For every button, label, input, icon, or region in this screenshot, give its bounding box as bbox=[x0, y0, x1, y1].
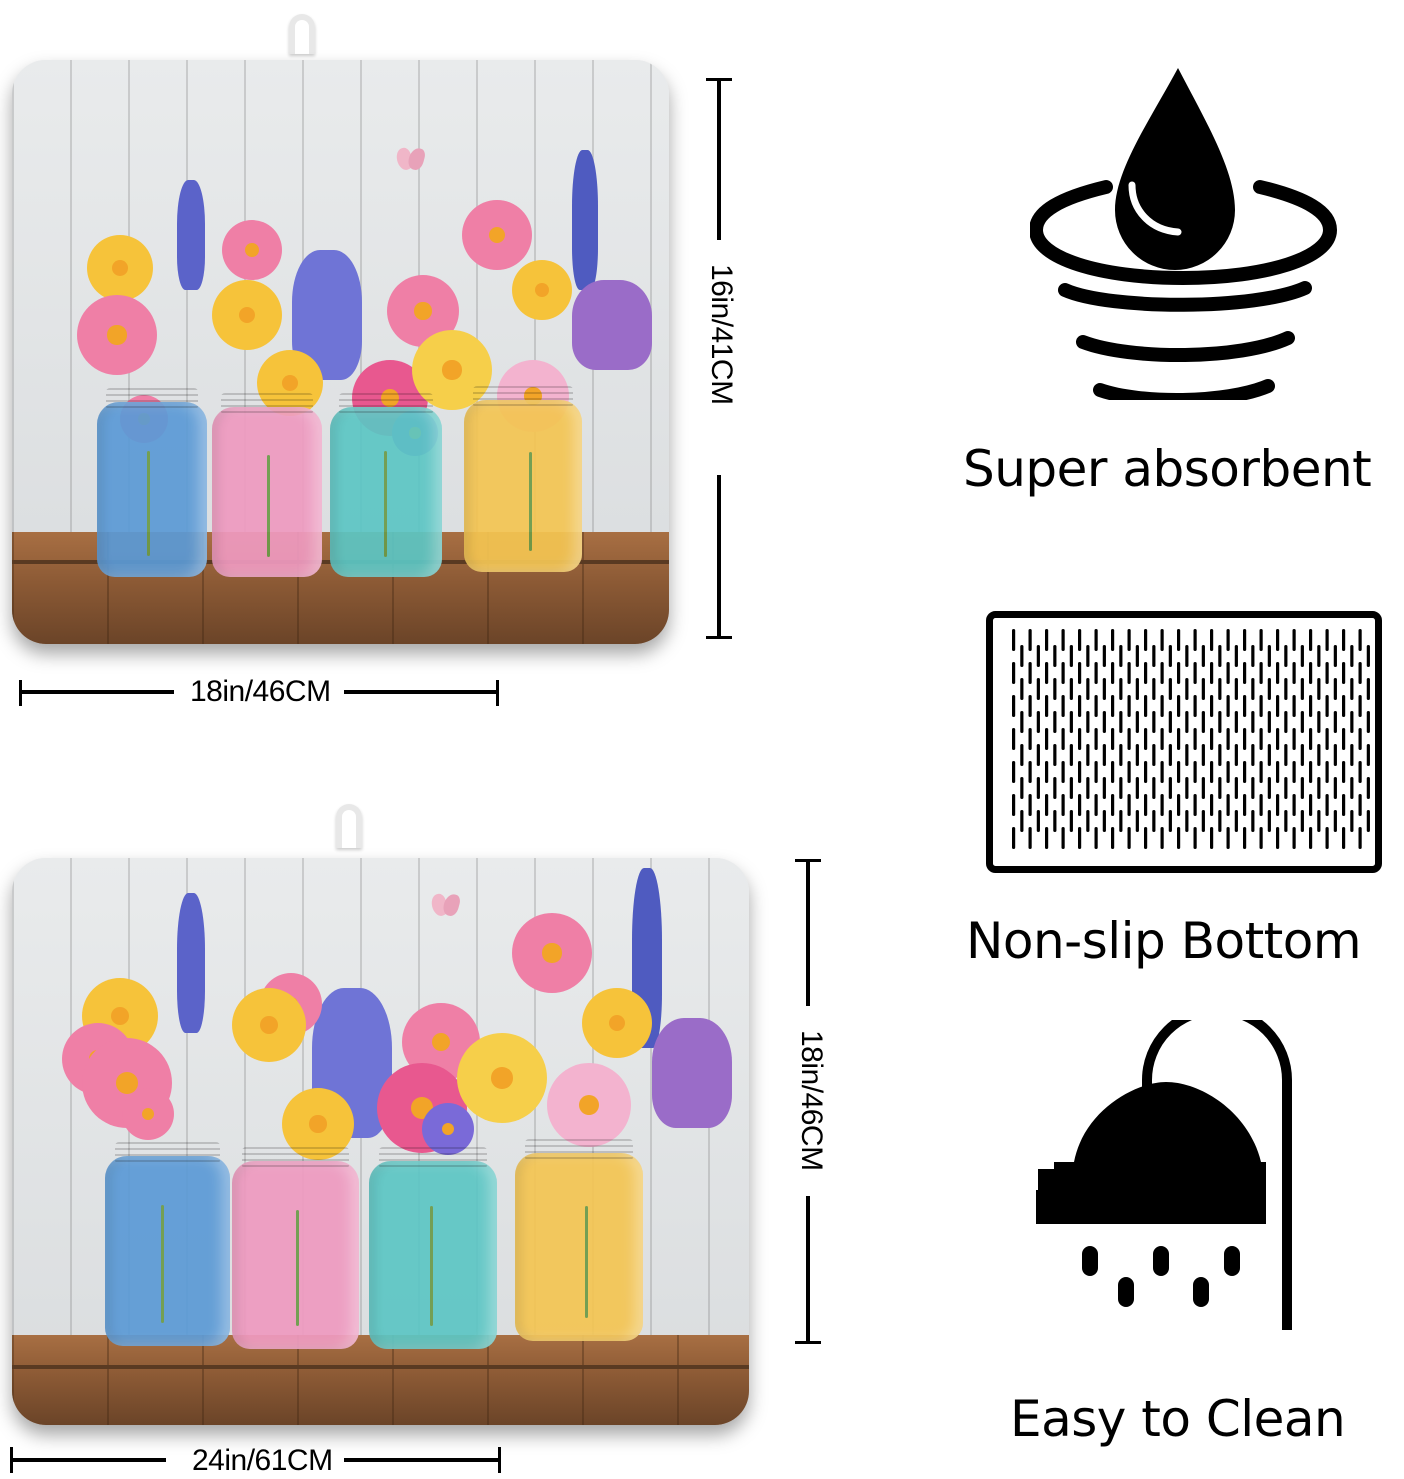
stem bbox=[295, 1209, 299, 1327]
butterfly bbox=[397, 148, 427, 172]
dimension-line bbox=[19, 690, 174, 694]
feature-label-easy-to-clean: Easy to Clean bbox=[1010, 1390, 1346, 1448]
jar-lid bbox=[242, 1147, 349, 1169]
dimension-tick bbox=[795, 1341, 821, 1344]
dimension-tick bbox=[706, 636, 732, 639]
daisy-pink bbox=[122, 1088, 174, 1140]
dimension-line bbox=[717, 475, 721, 639]
daisy-yellow bbox=[582, 988, 652, 1058]
daisy-pink bbox=[462, 200, 532, 270]
hanging-loop bbox=[289, 14, 315, 54]
daisy-yellow bbox=[257, 350, 323, 416]
daisy-pink bbox=[222, 220, 282, 280]
width-label-small: 18in/46CM bbox=[190, 675, 331, 708]
stem bbox=[161, 1205, 165, 1324]
height-label-small: 16in/41CM bbox=[705, 264, 738, 405]
butterfly bbox=[432, 894, 462, 918]
mason-jar-pink bbox=[232, 1147, 359, 1349]
mason-jar-pink bbox=[212, 393, 322, 577]
stem bbox=[383, 451, 387, 557]
stem bbox=[267, 454, 270, 557]
mason-jar-blue bbox=[97, 388, 207, 577]
dimension-line bbox=[717, 78, 721, 240]
wooden-shelf bbox=[12, 1335, 749, 1425]
height-label-large: 18in/46CM bbox=[795, 1030, 828, 1171]
dimension-line bbox=[806, 1196, 810, 1343]
daisy-pink bbox=[547, 1063, 631, 1147]
dimension-tick bbox=[496, 680, 499, 706]
daisy-pink bbox=[77, 295, 157, 375]
jar-lid bbox=[525, 1139, 633, 1161]
non-slip-texture-icon bbox=[986, 611, 1382, 873]
daisy-yellow bbox=[412, 330, 492, 410]
stem bbox=[528, 451, 532, 552]
delphinium-spike bbox=[177, 180, 205, 290]
daisy-yellow bbox=[87, 235, 153, 301]
dimension-tick bbox=[498, 1447, 501, 1473]
lavender-cluster bbox=[652, 1018, 732, 1128]
mason-jar-blue bbox=[105, 1142, 230, 1346]
jar-lid bbox=[105, 388, 199, 410]
mason-jar-teal bbox=[330, 393, 442, 577]
width-label-large: 24in/61CM bbox=[192, 1444, 333, 1477]
flower-bouquet bbox=[12, 858, 749, 1278]
stem bbox=[430, 1206, 434, 1327]
dimension-line bbox=[344, 690, 499, 694]
daisy-pink bbox=[512, 913, 592, 993]
jar-lid bbox=[220, 393, 314, 415]
stem bbox=[146, 451, 150, 556]
jar-lid bbox=[379, 1147, 487, 1169]
jar-lid bbox=[115, 1142, 220, 1164]
aster-purple bbox=[422, 1103, 474, 1155]
daisy-yellow bbox=[232, 988, 306, 1062]
product-image-small-mat bbox=[12, 60, 669, 644]
jar-lid bbox=[338, 393, 434, 415]
water-drop-icon bbox=[1030, 68, 1338, 400]
mason-jar-yellow bbox=[515, 1139, 643, 1341]
hanging-loop bbox=[336, 804, 362, 848]
feature-label-non-slip-bottom: Non-slip Bottom bbox=[966, 912, 1362, 970]
delphinium-spike bbox=[177, 893, 205, 1033]
delphinium-spike bbox=[572, 150, 598, 290]
daisy-yellow bbox=[457, 1033, 547, 1123]
feature-label-super-absorbent: Super absorbent bbox=[963, 440, 1372, 498]
dimension-line bbox=[806, 859, 810, 1006]
stem bbox=[585, 1205, 589, 1319]
product-image-large-mat bbox=[12, 858, 749, 1425]
shower-head-icon bbox=[1036, 1020, 1292, 1330]
jar-lid bbox=[473, 386, 573, 408]
daisy-yellow bbox=[282, 1088, 354, 1160]
shelf-edge bbox=[12, 1365, 749, 1369]
daisy-yellow bbox=[212, 280, 282, 350]
mason-jar-yellow bbox=[464, 386, 582, 572]
lavender-cluster bbox=[572, 280, 652, 370]
daisy-yellow bbox=[512, 260, 572, 320]
dimension-line bbox=[10, 1458, 166, 1462]
mason-jar-teal bbox=[369, 1147, 497, 1349]
dimension-line bbox=[344, 1458, 500, 1462]
